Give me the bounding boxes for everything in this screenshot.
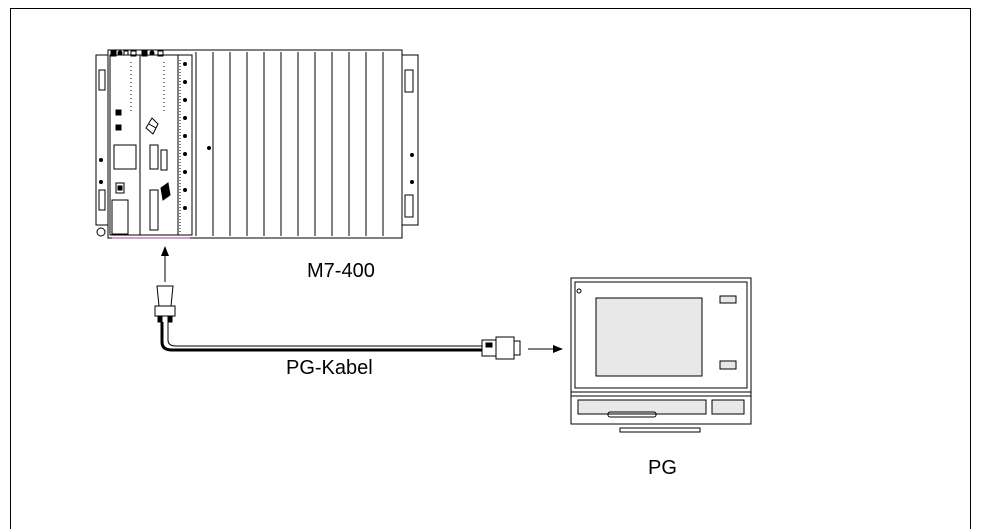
pg-cable-label: PG-Kabel: [286, 357, 373, 379]
m7-400-rack-icon: [95, 49, 419, 239]
pg-cable-icon: [154, 246, 563, 360]
diagram-frame: [10, 8, 971, 529]
m7-400-label: M7-400: [307, 260, 375, 282]
pg-laptop-icon: [570, 277, 752, 433]
pg-label: PG: [648, 457, 677, 479]
